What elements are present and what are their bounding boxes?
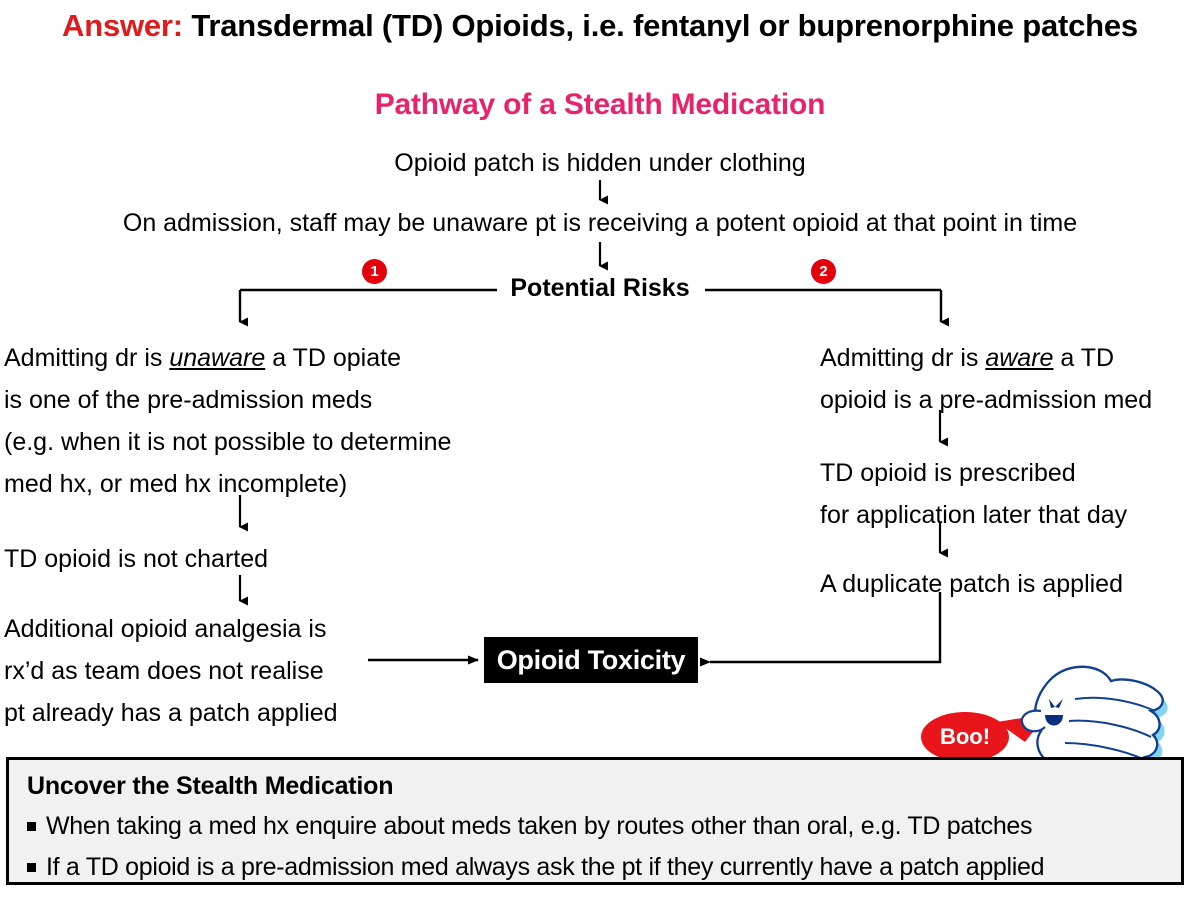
left-branch-block-1: Admitting dr is unaware a TD opiate is o… [4,337,451,505]
callout-title: Uncover the Stealth Medication [27,772,394,800]
right-branch-block-2: TD opioid is prescribed for application … [820,452,1127,536]
right-b1-line1-pre: Admitting dr is [820,344,986,372]
left-b1-line4: med hx, or med hx incomplete) [4,470,348,498]
callout-bullet-text: If a TD opioid is a pre-admission med al… [46,853,1045,881]
right-b1-line1: Admitting dr is aware a TD [820,337,1152,379]
right-b1-line1-post: a TD [1053,344,1115,372]
page-title: Pathway of a Stealth Medication [374,88,826,121]
right-b2-line2: for application later that day [820,501,1128,529]
bullet-square-icon [27,822,36,831]
boo-speech-bubble: Boo! [921,712,1009,762]
flow-node-on-admission: On admission, staff may be unaware pt is… [122,209,1078,237]
bullet-square-icon [27,863,36,872]
answer-label: Answer: [62,8,183,43]
callout-box: Uncover the Stealth Medication When taki… [6,757,1184,885]
branch-marker-1: 1 [362,259,387,284]
left-b1-line1: Admitting dr is unaware a TD opiate [4,337,451,379]
left-b1-emphasis: unaware [169,344,266,372]
answer-text: Transdermal (TD) Opioids, i.e. fentanyl … [182,8,1138,43]
left-b1-line1-post: a TD opiate [265,344,401,372]
left-branch-block-2: TD opioid is not charted [4,545,269,573]
callout-bullet-item: If a TD opioid is a pre-admission med al… [27,853,1045,882]
flow-node-potential-risks: Potential Risks [510,274,690,302]
left-b1-line3: (e.g. when it is not possible to determi… [4,428,452,456]
right-b2-line1: TD opioid is prescribed [820,459,1076,487]
right-b1-line2: opioid is a pre-admission med [820,386,1153,414]
branch-marker-2: 2 [811,259,836,284]
callout-bullet-item: When taking a med hx enquire about meds … [27,812,1033,841]
left-b1-line2: is one of the pre-admission meds [4,386,373,414]
flow-node-patch-hidden: Opioid patch is hidden under clothing [394,149,806,177]
left-branch-block-3: Additional opioid analgesia is rx’d as t… [4,608,338,734]
outcome-opioid-toxicity: Opioid Toxicity [484,637,698,683]
right-b1-emphasis: aware [985,344,1054,372]
right-branch-block-1: Admitting dr is aware a TD opioid is a p… [820,337,1152,421]
answer-heading: Answer: Transdermal (TD) Opioids, i.e. f… [0,8,1200,44]
left-b3-line2: rx’d as team does not realise [4,657,324,685]
left-b1-line1-pre: Admitting dr is [4,344,170,372]
right-branch-block-3: A duplicate patch is applied [820,570,1123,598]
left-b3-line3: pt already has a patch applied [4,699,338,727]
left-b3-line1: Additional opioid analgesia is [4,615,327,643]
callout-bullet-text: When taking a med hx enquire about meds … [46,812,1033,840]
